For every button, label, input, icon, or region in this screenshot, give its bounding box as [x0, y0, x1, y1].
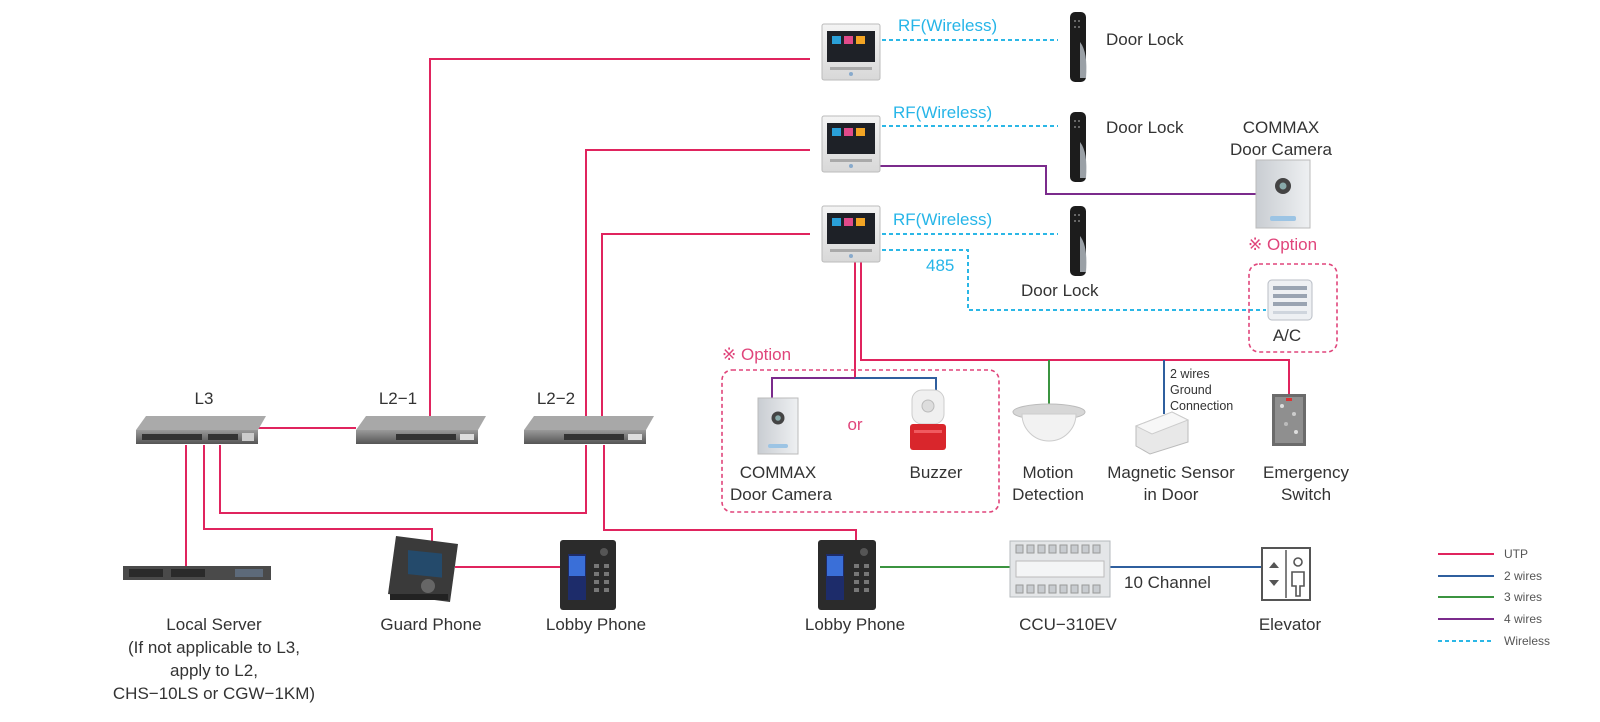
door-lock-label-3: Door Lock [1021, 281, 1099, 300]
ccu-controller-icon [1009, 540, 1111, 598]
four-wire-monitor2-to-camera [880, 165, 1256, 195]
lobby-phone-label-2: Lobby Phone [805, 615, 905, 634]
option-label-left: ※ Option [722, 345, 791, 364]
wall-monitor-3 [821, 205, 881, 263]
utp-monitor3-to-emergency [860, 262, 1290, 394]
legend: UTP 2 wires 3 wires 4 wires Wireless [1438, 547, 1550, 648]
legend-label-2-wires: 2 wires [1504, 569, 1542, 583]
rf-wireless-label-2: RF(Wireless) [893, 103, 992, 122]
utp-l3-to-l22 [219, 445, 587, 514]
door-lock-label-2: Door Lock [1106, 118, 1184, 137]
l2-1-label: L2−1 [379, 389, 417, 408]
door-camera-bottom-label-1: COMMAX [740, 463, 817, 482]
server-icon [123, 566, 271, 580]
four-wire-option-camera [771, 377, 855, 398]
ground-label-1: 2 wires [1170, 367, 1210, 381]
magnetic-sensor-icon [1134, 411, 1190, 455]
ccu-label: CCU−310EV [1019, 615, 1117, 634]
wires [185, 39, 1290, 568]
option-box-left [721, 369, 1000, 513]
l3-label: L3 [195, 389, 214, 408]
rf-wireless-label-1: RF(Wireless) [898, 16, 997, 35]
magnetic-label-1: Magnetic Sensor [1107, 463, 1235, 482]
network-switch-icon [524, 416, 654, 444]
motion-label-1: Motion [1022, 463, 1073, 482]
lobby-phone-label-1: Lobby Phone [546, 615, 646, 634]
two-wire-option-buzzer [855, 377, 937, 390]
rs485-label: 485 [926, 256, 954, 275]
door-camera-bottom-label-2: Door Camera [730, 485, 833, 504]
legend-label-utp: UTP [1504, 547, 1528, 561]
utp-l22-to-monitor2 [585, 149, 810, 428]
buzzer-icon [910, 389, 946, 450]
legend-label-wireless: Wireless [1504, 634, 1550, 648]
buzzer-label: Buzzer [910, 463, 963, 482]
network-switch-icon [356, 416, 486, 444]
local-server-label-3: apply to L2, [170, 661, 258, 680]
local-server-label-2: (If not applicable to L3, [128, 638, 300, 657]
lobby-phone-icon [818, 540, 876, 610]
elevator-icon [1261, 547, 1311, 601]
wall-monitor-2 [821, 115, 881, 173]
emergency-label-2: Switch [1281, 485, 1331, 504]
ac-label: A/C [1273, 326, 1301, 345]
door-lock-icon [1070, 112, 1087, 182]
door-camera-icon [1255, 159, 1311, 229]
utp-l22-to-lobby2 [603, 445, 857, 541]
rf-wireless-label-3: RF(Wireless) [893, 210, 992, 229]
l2-2-label: L2−2 [537, 389, 575, 408]
utp-l3-to-guard [203, 445, 433, 541]
utp-l22-to-monitor3 [601, 233, 810, 428]
network-switch-icon [136, 416, 266, 444]
elevator-label: Elevator [1259, 615, 1322, 634]
air-conditioner-icon [1267, 279, 1313, 321]
local-server-label-4: CHS−10LS or CGW−1KM) [113, 684, 315, 703]
legend-label-3-wires: 3 wires [1504, 590, 1542, 604]
wireless-485-ac [882, 249, 1266, 311]
option-label-right: ※ Option [1248, 235, 1317, 254]
door-lock-icon [1070, 12, 1087, 82]
motion-sensor-icon [1012, 403, 1086, 442]
local-server-label-1: Local Server [166, 615, 262, 634]
wall-monitor-1 [821, 23, 881, 81]
door-camera-top-label-1: COMMAX [1243, 118, 1320, 137]
ground-label-2: Ground [1170, 383, 1212, 397]
ten-channel-label: 10 Channel [1124, 573, 1211, 592]
lobby-phone-icon [560, 540, 616, 610]
legend-label-4-wires: 4 wires [1504, 612, 1542, 626]
door-camera-top-label-2: Door Camera [1230, 140, 1333, 159]
emergency-switch-icon [1272, 394, 1306, 446]
ground-label-3: Connection [1170, 399, 1233, 413]
door-lock-label-1: Door Lock [1106, 30, 1184, 49]
door-lock-icon [1070, 206, 1087, 276]
or-label: or [847, 415, 862, 434]
motion-label-2: Detection [1012, 485, 1084, 504]
guard-phone-label: Guard Phone [380, 615, 481, 634]
magnetic-label-2: in Door [1144, 485, 1199, 504]
guard-phone-icon [388, 536, 458, 602]
utp-l21-to-monitor1 [429, 58, 810, 428]
door-camera-icon [757, 397, 799, 455]
emergency-label-1: Emergency [1263, 463, 1349, 482]
labels: RF(Wireless) RF(Wireless) RF(Wireless) D… [113, 16, 1350, 703]
